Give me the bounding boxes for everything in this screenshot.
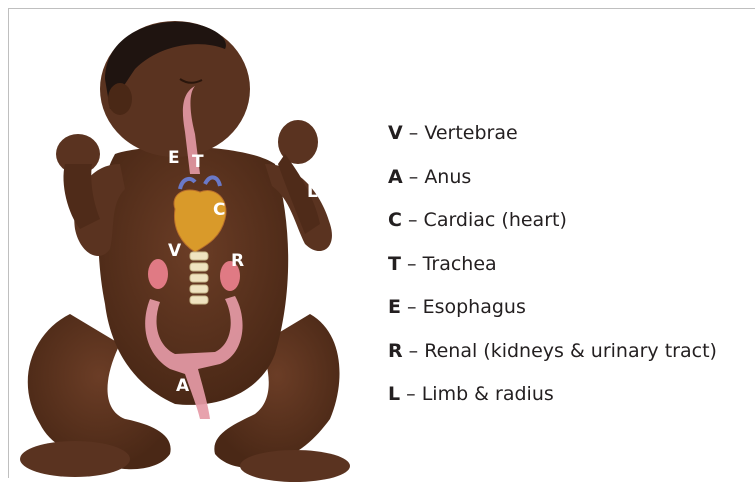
legend-text: Vertebrae — [424, 122, 517, 144]
left-foot — [20, 441, 130, 477]
legend-item-cardiac: C – Cardiac (heart) — [388, 205, 717, 249]
legend-separator: – — [402, 209, 424, 231]
label-vertebrae: V — [168, 241, 181, 261]
label-anus: A — [176, 376, 189, 396]
legend-item-limb: L – Limb & radius — [388, 379, 717, 423]
label-trachea: T — [192, 152, 204, 172]
legend-separator: – — [400, 383, 422, 405]
legend-text: Trachea — [423, 253, 497, 275]
legend-text: Cardiac (heart) — [424, 209, 567, 231]
legend-separator: – — [403, 340, 425, 362]
label-limb: L — [307, 182, 318, 202]
legend-separator: – — [401, 296, 423, 318]
legend-separator: – — [403, 166, 425, 188]
legend-letter: E — [388, 296, 401, 318]
legend-separator: – — [403, 122, 425, 144]
left-kidney — [148, 259, 168, 289]
spine — [190, 252, 208, 304]
legend-text: Esophagus — [423, 296, 526, 318]
legend-item-vertebrae: V – Vertebrae — [388, 118, 717, 162]
legend-text: Anus — [424, 166, 471, 188]
label-esophagus: E — [168, 148, 180, 168]
legend-item-esophagus: E – Esophagus — [388, 292, 717, 336]
legend-letter: T — [388, 253, 401, 275]
legend-item-renal: R – Renal (kidneys & urinary tract) — [388, 336, 717, 380]
legend-item-trachea: T – Trachea — [388, 249, 717, 293]
legend-text: Renal (kidneys & urinary tract) — [424, 340, 717, 362]
legend-letter: A — [388, 166, 403, 188]
legend-separator: – — [401, 253, 423, 275]
label-renal: R — [231, 251, 244, 271]
legend-letter: R — [388, 340, 403, 362]
right-foot — [240, 450, 350, 482]
legend-letter: C — [388, 209, 402, 231]
legend-letter: V — [388, 122, 403, 144]
frame-top-border — [8, 8, 755, 9]
vacterl-legend: V – Vertebrae A – Anus C – Cardiac (hear… — [388, 118, 717, 423]
ear — [108, 83, 132, 115]
label-cardiac: C — [213, 200, 225, 220]
infant-anatomy-illustration: E T C V R A L — [10, 14, 350, 484]
legend-item-anus: A – Anus — [388, 162, 717, 206]
legend-letter: L — [388, 383, 400, 405]
frame-left-border — [8, 8, 9, 478]
legend-text: Limb & radius — [422, 383, 554, 405]
